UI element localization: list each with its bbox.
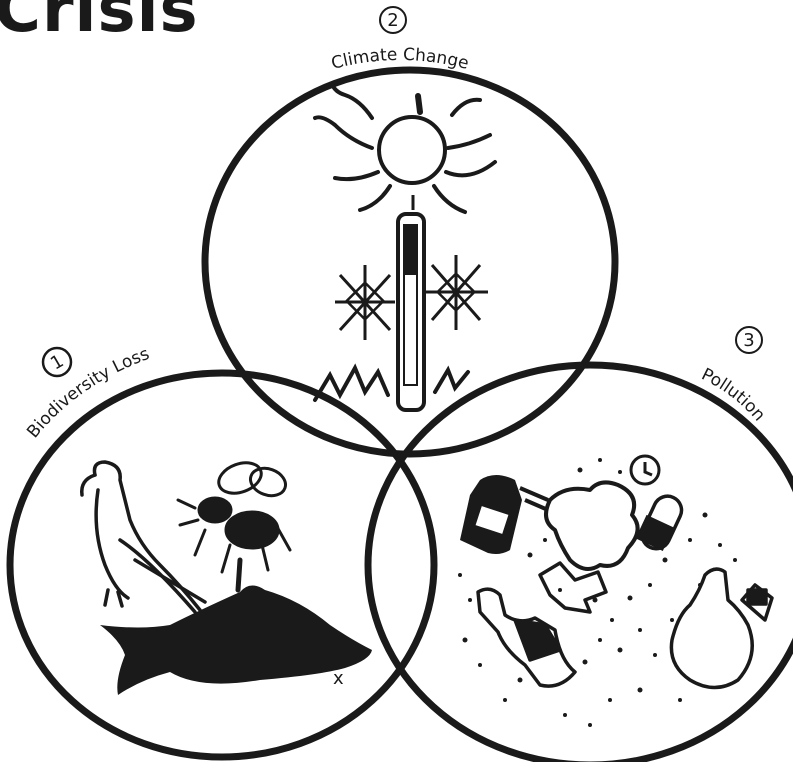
climate-number: 2 — [387, 10, 398, 31]
whale-x-mark: x — [333, 668, 344, 689]
snowflake-right-icon — [425, 255, 488, 330]
pollution-number-badge: 3 — [736, 327, 762, 353]
sun-illustration — [315, 84, 495, 212]
broken-glass-illustration — [540, 563, 606, 612]
pill-capsule-illustration — [636, 492, 686, 554]
thermometer-illustration — [398, 195, 424, 410]
climate-number-badge: 2 — [380, 7, 406, 33]
biodiversity-number: 1 — [47, 350, 67, 374]
pollution-number: 3 — [743, 330, 754, 351]
smoke-cloud-illustration — [520, 482, 638, 569]
compass-icon — [631, 456, 659, 484]
plastic-bag-illustration — [671, 569, 772, 687]
whale-illustration: x — [100, 585, 372, 695]
biodiversity-number-badge: 1 — [43, 348, 71, 376]
parrot-illustration — [82, 462, 205, 612]
grass-illustration — [315, 368, 468, 400]
snowflake-left-icon — [335, 265, 395, 340]
bee-illustration — [178, 457, 290, 590]
bottle-illustration — [460, 475, 522, 554]
